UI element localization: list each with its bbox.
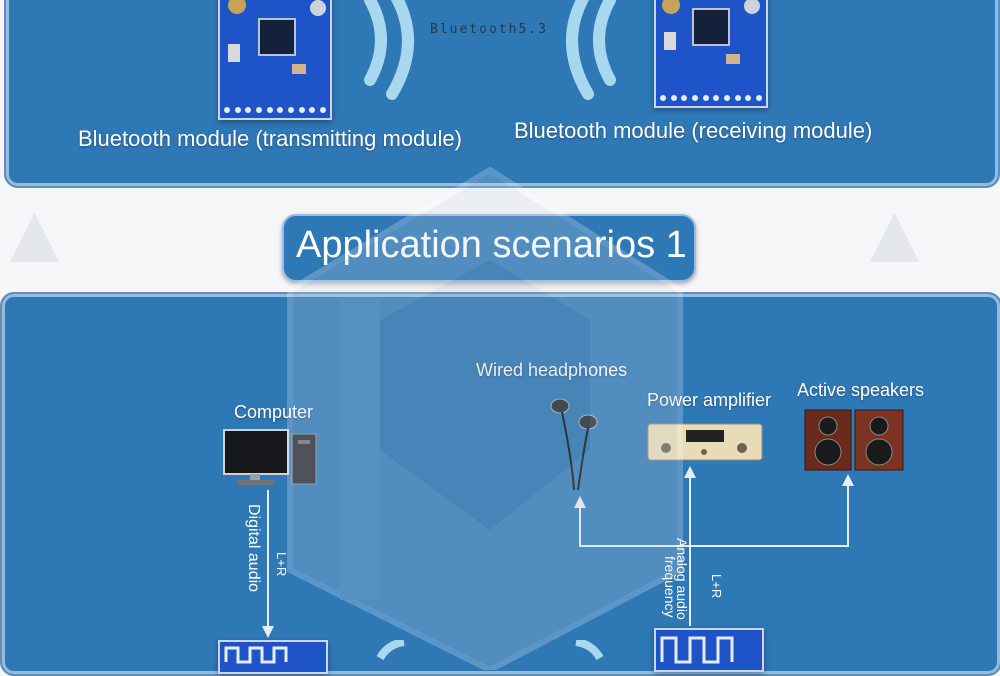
speakers-icon bbox=[804, 409, 904, 471]
headphones-icon bbox=[550, 398, 598, 491]
tx-pin-row bbox=[224, 107, 326, 115]
signal-waves-icon bbox=[376, 640, 604, 660]
tx-button bbox=[310, 0, 326, 16]
computer-label: Computer bbox=[234, 402, 314, 422]
rx-module-board bbox=[654, 0, 768, 108]
scenario-panel bbox=[0, 292, 1000, 676]
rx-module-label: Bluetooth module (receiving module) bbox=[514, 118, 873, 143]
rx-resistor bbox=[726, 54, 740, 64]
background-watermark: ▲ bbox=[870, 196, 920, 270]
watermark-logo bbox=[287, 166, 683, 670]
tx-antenna-connector bbox=[228, 0, 246, 14]
signal-waves-icon bbox=[364, 0, 616, 100]
rx-button bbox=[744, 0, 760, 14]
tx-module-label: Bluetooth module (transmitting module) bbox=[78, 126, 462, 151]
bluetooth-version-label: Bluetooth5.3 bbox=[430, 22, 548, 37]
speakers-label: Active speakers bbox=[797, 380, 925, 400]
lr-right-label: L+R bbox=[709, 574, 724, 599]
headphones-label: Wired headphones bbox=[476, 360, 627, 381]
tx-capacitor bbox=[228, 44, 240, 62]
tx-module-board bbox=[218, 0, 332, 120]
rx-pin-row bbox=[660, 95, 762, 103]
antenna-trace-icon bbox=[224, 646, 288, 664]
antenna-trace-icon bbox=[660, 636, 734, 664]
background-watermark: ▲ bbox=[10, 196, 60, 270]
module-panel bbox=[4, 0, 1000, 188]
rx-antenna-connector bbox=[662, 0, 680, 14]
rx-module-chip bbox=[692, 8, 730, 46]
section-header bbox=[282, 214, 696, 282]
amplifier-label: Power amplifier bbox=[647, 390, 772, 410]
tx-module-chip bbox=[258, 18, 296, 56]
rx-capacitor bbox=[664, 32, 676, 50]
tx-resistor bbox=[292, 64, 306, 74]
computer-icon bbox=[223, 429, 317, 485]
section-title: Application scenarios 1 bbox=[296, 224, 687, 266]
amplifier-icon bbox=[647, 423, 763, 461]
connection-arrows bbox=[262, 466, 854, 638]
